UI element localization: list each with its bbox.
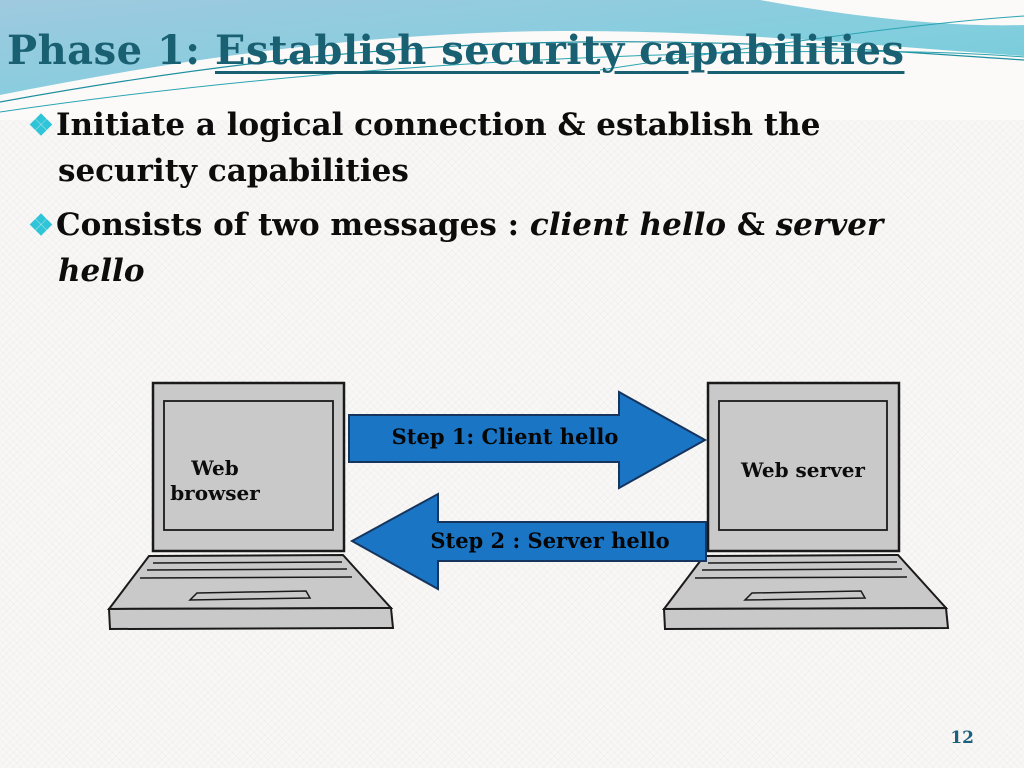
bullet-text: & xyxy=(726,207,776,243)
right-laptop-web-server xyxy=(661,381,950,631)
page-title: Phase 1: Establish security capabilities xyxy=(7,27,904,75)
left-laptop-web-browser xyxy=(106,381,395,631)
bullet-list: ❖Initiate a logical connection & establi… xyxy=(28,102,928,302)
header-white-wave xyxy=(0,30,1024,120)
keyboard-row-line xyxy=(707,561,898,564)
title-underlined-part: Establish security capabilities xyxy=(215,27,905,74)
bullet-item-2: ❖Consists of two messages : client hello… xyxy=(28,202,928,294)
keyboard-row-line xyxy=(152,561,343,564)
bullet-text-italic: server hello xyxy=(58,207,884,289)
arrow-right-client-hello xyxy=(348,390,708,490)
handshake-diagram xyxy=(106,381,950,631)
arrow1-label: Step 1: Client hello xyxy=(391,424,619,449)
keyboard-row-line xyxy=(701,568,903,571)
laptop-front-slab xyxy=(662,606,950,631)
header-wave-decoration xyxy=(0,0,1024,120)
page-number: 12 xyxy=(950,728,974,748)
laptop-touchpad xyxy=(188,590,312,601)
title-prefix: Phase 1: xyxy=(7,27,215,74)
laptop-screen xyxy=(718,400,888,531)
keyboard-row-line xyxy=(694,576,908,579)
keyboard-row-line xyxy=(139,576,353,579)
header-curve-line-2 xyxy=(0,50,1024,113)
header-curve-line-3 xyxy=(599,15,1024,71)
left-device-label: Web browser xyxy=(170,456,260,505)
laptop-touchpad xyxy=(743,590,867,601)
bullet-text: Initiate a logical connection & establis… xyxy=(56,107,821,189)
keyboard-row-line xyxy=(146,568,348,571)
arrow-left-server-hello xyxy=(349,492,707,591)
diamond-bullet-icon: ❖ xyxy=(28,208,54,242)
bullet-text: Consists of two messages : xyxy=(56,207,530,243)
bullet-item-1: ❖Initiate a logical connection & establi… xyxy=(28,102,928,194)
bullet-text-italic: client hello xyxy=(529,207,727,243)
header-top-right-swoosh xyxy=(760,0,1024,26)
arrow2-label: Step 2 : Server hello xyxy=(430,528,670,553)
right-device-label: Web server xyxy=(741,458,865,482)
laptop-screen xyxy=(163,400,334,531)
laptop-front-slab xyxy=(107,606,395,631)
diamond-bullet-icon: ❖ xyxy=(28,108,54,142)
